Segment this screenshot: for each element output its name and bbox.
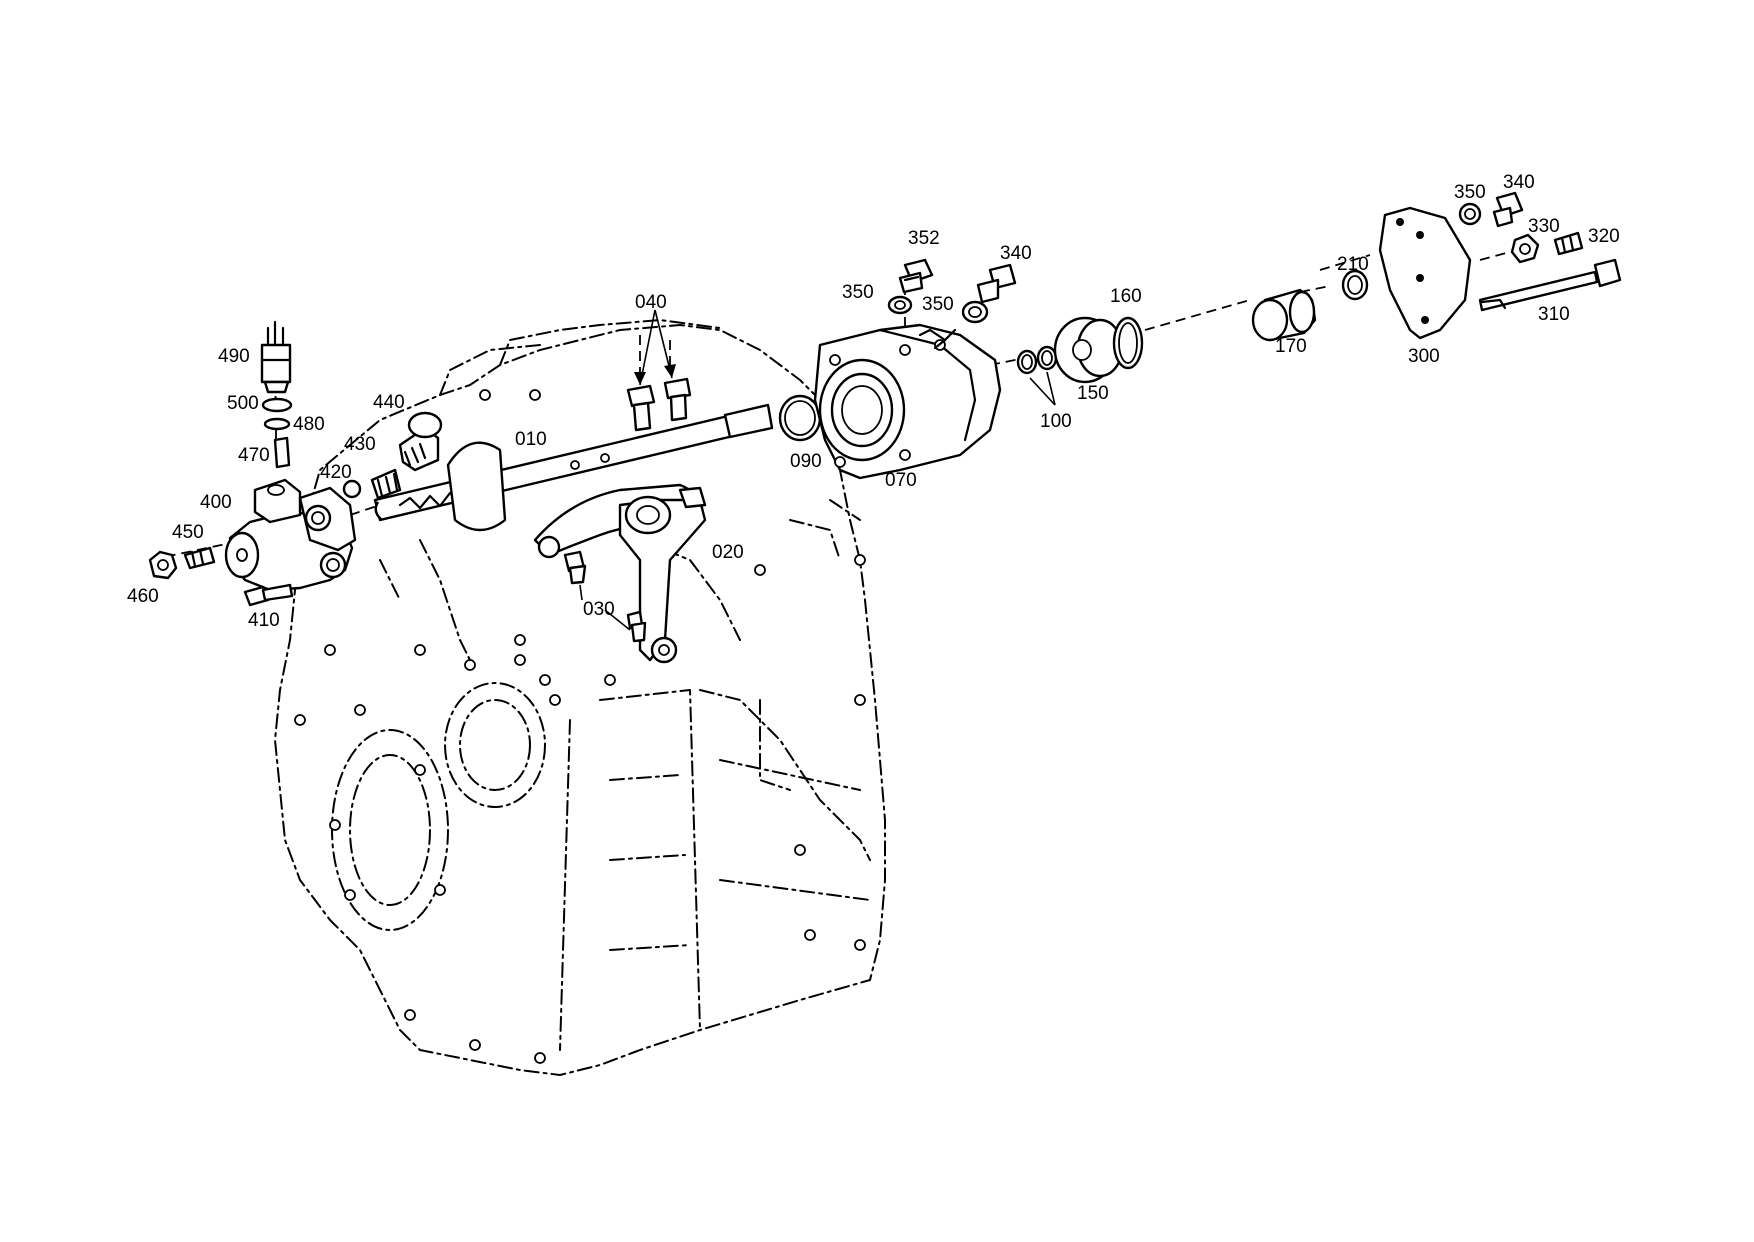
label-470: 470 <box>238 445 270 466</box>
housing-bolt-holes <box>294 389 866 1064</box>
label-480: 480 <box>293 414 325 435</box>
label-330: 330 <box>1528 216 1560 237</box>
o-rings-100 <box>1016 345 1058 406</box>
fitting-340b <box>1492 191 1524 228</box>
label-352: 352 <box>908 228 940 249</box>
label-400: 400 <box>200 492 232 513</box>
label-350-mid: 350 <box>922 294 954 315</box>
plug-440 <box>398 411 443 472</box>
label-170: 170 <box>1275 336 1307 357</box>
nut-330 <box>1510 233 1540 264</box>
bolts-040 <box>626 309 692 432</box>
bolt-310 <box>1478 258 1622 312</box>
piston-ring-160 <box>1112 316 1144 370</box>
cylinder-housing-070 <box>813 323 1002 480</box>
fitting-340a <box>976 263 1017 304</box>
piston-150 <box>1053 316 1124 384</box>
seal-ring-350b <box>961 300 989 324</box>
switch-490 <box>260 320 292 394</box>
valve-body-400 <box>224 478 357 592</box>
label-100: 100 <box>1040 411 1072 432</box>
label-410: 410 <box>248 610 280 631</box>
label-350-top: 350 <box>1454 182 1486 203</box>
shift-fork-020 <box>533 483 707 664</box>
label-030: 030 <box>583 599 615 620</box>
label-340-top: 340 <box>1503 172 1535 193</box>
label-490: 490 <box>218 346 250 367</box>
screws-030 <box>563 550 647 643</box>
nut-460 <box>148 550 178 580</box>
label-010: 010 <box>515 429 547 450</box>
label-430: 430 <box>344 434 376 455</box>
label-440: 440 <box>373 392 405 413</box>
screw-410 <box>243 583 294 607</box>
label-210: 210 <box>1337 254 1369 275</box>
label-070: 070 <box>885 470 917 491</box>
seal-ring-350c <box>1458 202 1482 226</box>
label-460: 460 <box>127 586 159 607</box>
label-310: 310 <box>1538 304 1570 325</box>
label-450: 450 <box>172 522 204 543</box>
label-150: 150 <box>1077 383 1109 404</box>
shift-shaft-010 <box>373 403 774 532</box>
ring-210 <box>1341 269 1369 301</box>
ball-420 <box>342 479 362 499</box>
seal-500 <box>261 397 293 413</box>
o-ring-090 <box>778 394 822 442</box>
part-number-labels: 010 020 030 040 070 090 100 150 160 170 … <box>127 172 1620 631</box>
label-160: 160 <box>1110 286 1142 307</box>
label-500: 500 <box>227 393 259 414</box>
label-350-left: 350 <box>842 282 874 303</box>
breather-352 <box>898 258 934 294</box>
label-020: 020 <box>712 542 744 563</box>
label-300: 300 <box>1408 346 1440 367</box>
insert-470 <box>273 436 291 469</box>
plug-450 <box>183 546 216 570</box>
cover-300 <box>1378 206 1472 340</box>
label-090: 090 <box>790 451 822 472</box>
label-420: 420 <box>320 462 352 483</box>
label-340-mid: 340 <box>1000 243 1032 264</box>
seal-ring-350a <box>887 295 913 315</box>
spring-430 <box>370 468 402 500</box>
label-040: 040 <box>635 292 667 313</box>
seal-480 <box>263 417 291 431</box>
transmission-housing <box>274 319 886 1076</box>
piston-170 <box>1251 288 1317 342</box>
label-320: 320 <box>1588 226 1620 247</box>
plug-320 <box>1553 231 1584 256</box>
